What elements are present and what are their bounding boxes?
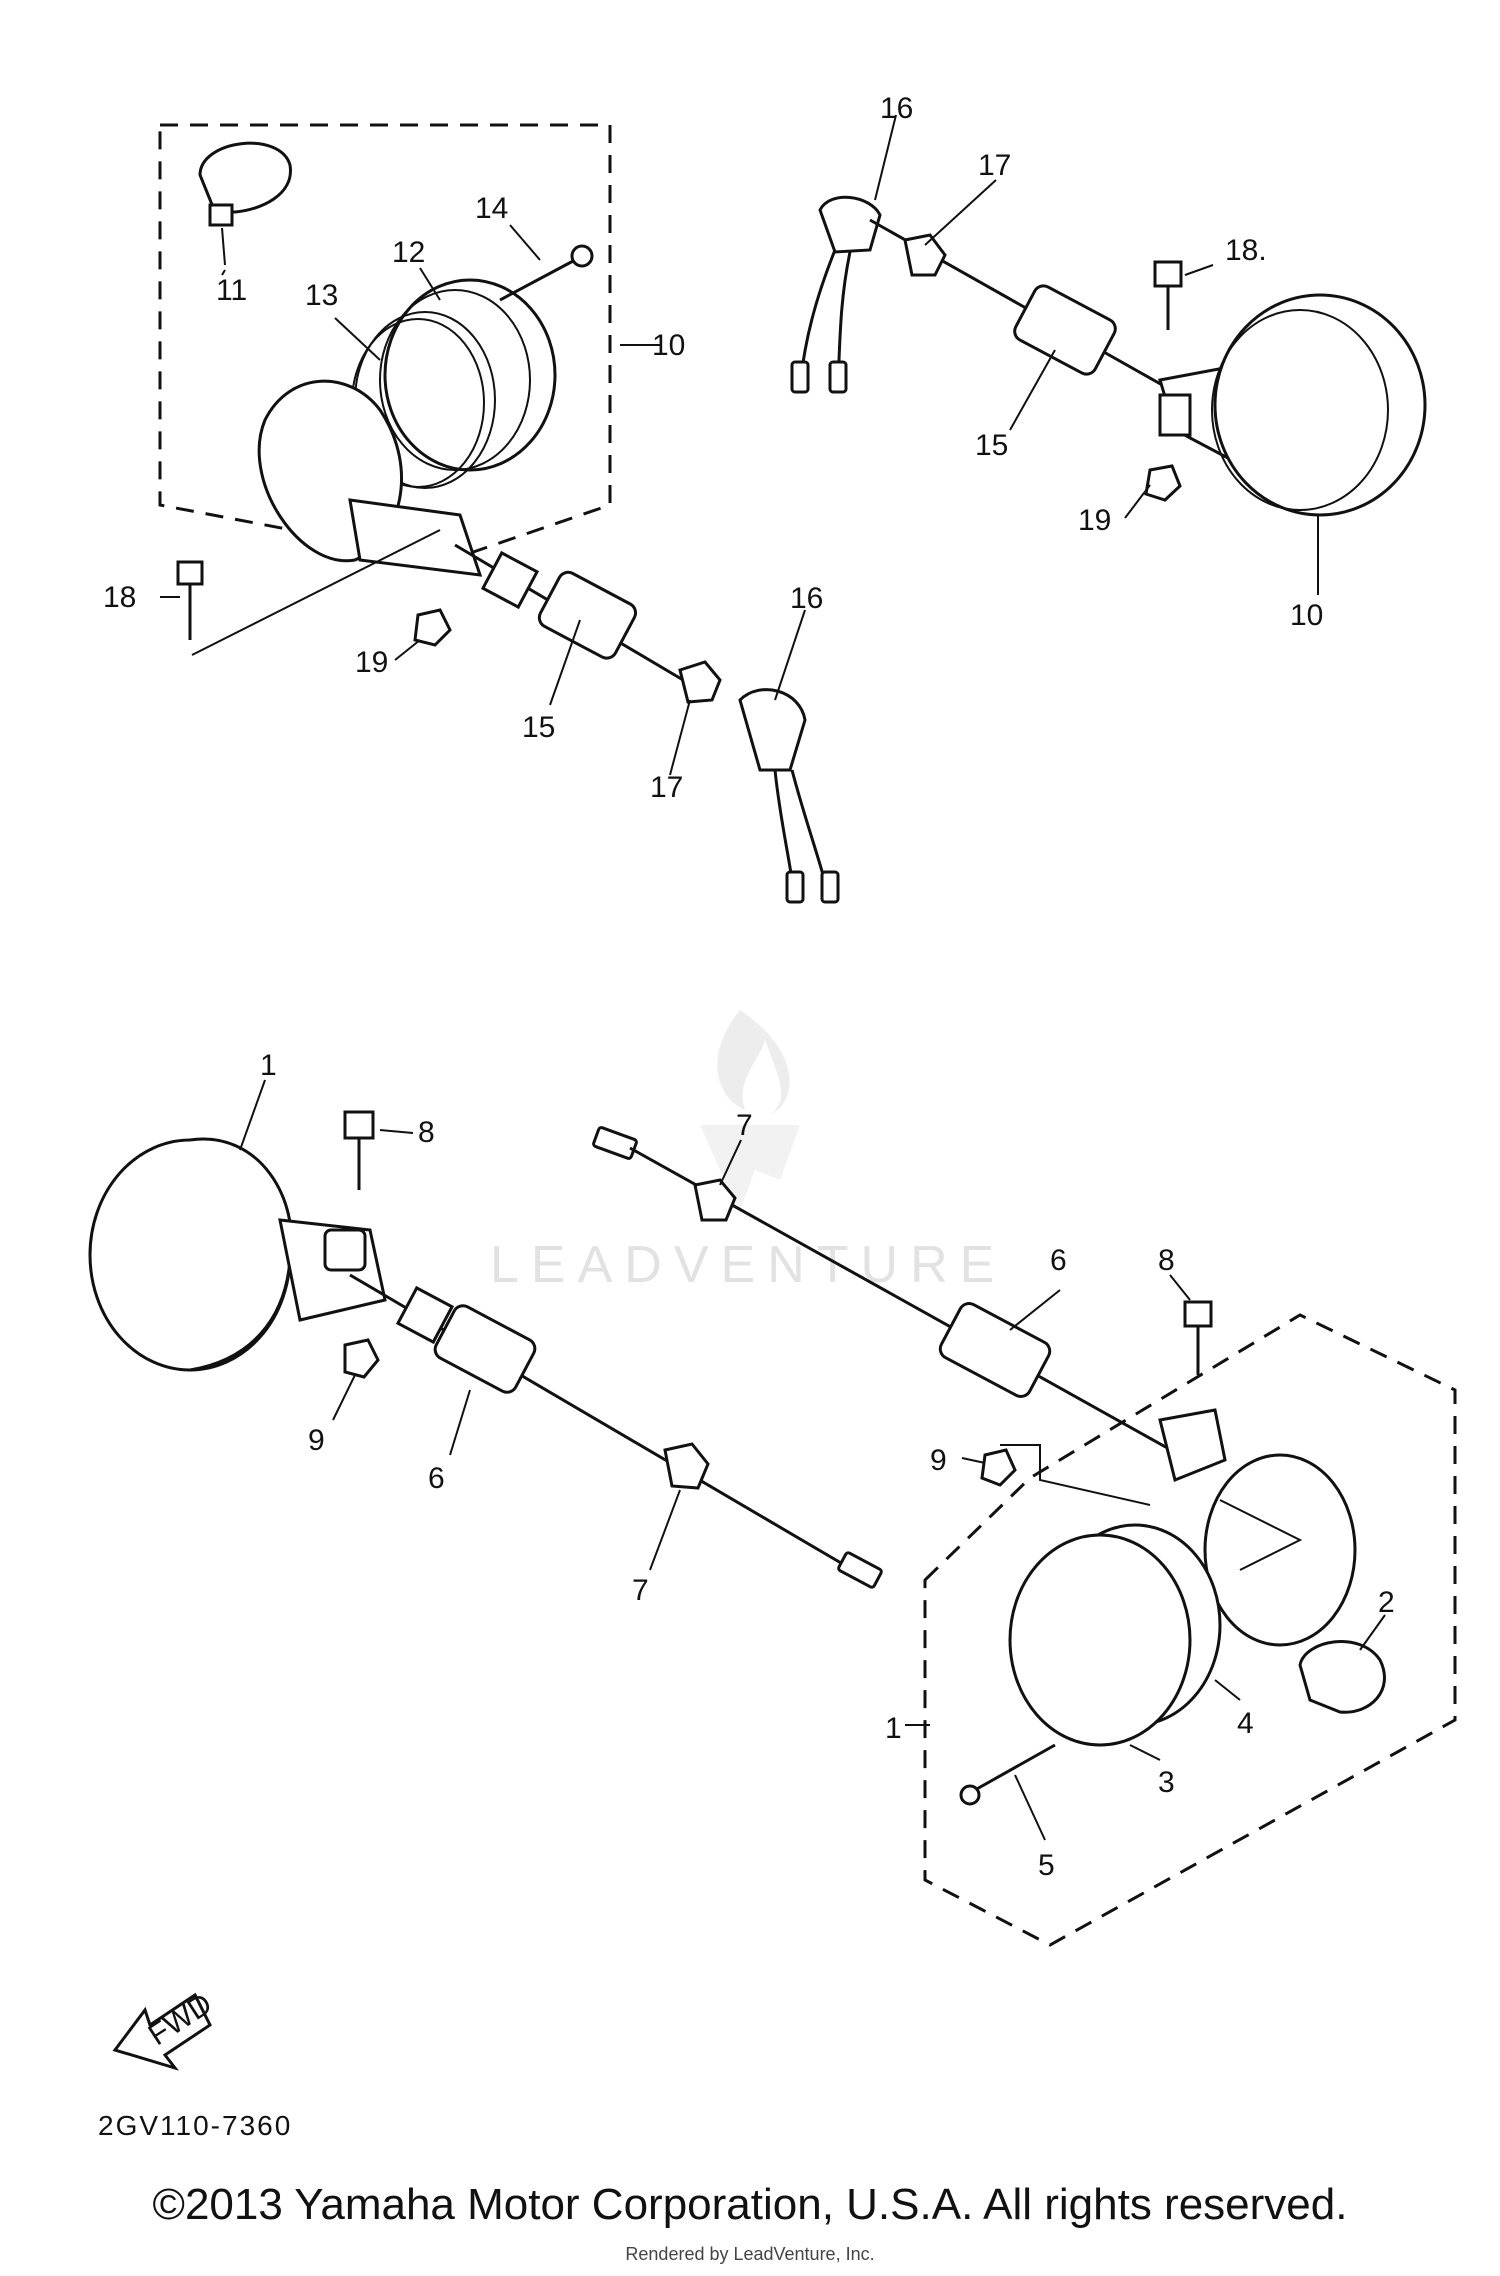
- bulb-icon: [198, 141, 292, 266]
- callout-16-left: 16: [790, 582, 823, 615]
- socket-icon: [1013, 284, 1117, 376]
- assembly-bottom-left: [88, 1110, 883, 1589]
- callout-7-left: 7: [632, 1574, 649, 1607]
- grommet-icon: [738, 688, 807, 772]
- callout-13: 13: [305, 279, 338, 312]
- callout-15-right: 15: [975, 429, 1008, 462]
- assembly-top-left: [158, 123, 840, 904]
- bolt-icon: [343, 1110, 375, 1190]
- leader-lines: [160, 114, 1386, 1841]
- nut-icon: [693, 1178, 737, 1222]
- nut-icon: [663, 1442, 710, 1490]
- assembly-bottom-right: [592, 1126, 1457, 1947]
- nut-icon: [1144, 464, 1182, 502]
- rendered-by-note: Rendered by LeadVenture, Inc.: [625, 2244, 875, 2264]
- callout-14: 14: [475, 192, 508, 225]
- callout-1-right: 1: [885, 1712, 902, 1745]
- screw-icon: [499, 244, 594, 302]
- callout-4: 4: [1237, 1707, 1254, 1740]
- nut-icon: [903, 233, 947, 277]
- watermark-logo: [700, 1010, 800, 1210]
- fwd-label: FWD: [143, 1987, 218, 2052]
- callout-3: 3: [1158, 1766, 1175, 1799]
- callout-18-left: 18: [103, 581, 136, 614]
- lens-housing: [383, 278, 557, 472]
- callout-6-right: 6: [1050, 1244, 1067, 1277]
- callout-10-top-left: 10: [652, 329, 685, 362]
- callout-12: 12: [392, 236, 425, 269]
- callout-17-left: 17: [650, 771, 683, 804]
- socket-icon: [433, 1304, 537, 1394]
- bolt-icon: [1183, 1300, 1213, 1375]
- callout-9-left: 9: [308, 1424, 325, 1457]
- watermark-text: LEADVENTURE: [490, 1236, 1006, 1294]
- callout-8-right: 8: [1158, 1244, 1175, 1277]
- bolt-icon: [176, 560, 204, 640]
- nut-icon: [413, 608, 452, 647]
- nut-icon: [343, 1338, 380, 1379]
- callout-6-left: 6: [428, 1462, 445, 1495]
- callout-18-right: 18.: [1225, 234, 1267, 267]
- bulb-icon: [1298, 1640, 1386, 1714]
- callout-1-left: 1: [260, 1049, 277, 1082]
- callout-16-right: 16: [880, 92, 913, 125]
- screw-icon: [959, 1743, 1056, 1806]
- flasher-lens: [1213, 293, 1427, 517]
- callout-2: 2: [1378, 1586, 1395, 1619]
- copyright-notice: ©2013 Yamaha Motor Corporation, U.S.A. A…: [152, 2180, 1348, 2229]
- callout-5: 5: [1038, 1849, 1055, 1882]
- forward-arrow-icon: FWD: [112, 1987, 218, 2071]
- socket-icon: [537, 570, 638, 660]
- callout-17-right: 17: [978, 149, 1011, 182]
- grommet-icon: [818, 195, 882, 254]
- nut-icon: [980, 1448, 1017, 1487]
- bolt-icon: [1153, 260, 1183, 330]
- nut-icon: [678, 660, 722, 704]
- callout-8-left: 8: [418, 1116, 435, 1149]
- flasher-lens: [1008, 1533, 1192, 1747]
- assembly-top-right: [790, 195, 1427, 517]
- callout-7-right: 7: [736, 1109, 753, 1142]
- callout-9-right: 9: [930, 1444, 947, 1477]
- socket-icon: [938, 1302, 1052, 1398]
- callout-19-right: 19: [1078, 504, 1111, 537]
- callout-19-left: 19: [355, 646, 388, 679]
- diagram-code: 2GV110-7360: [98, 2110, 292, 2141]
- callout-15-left: 15: [522, 711, 555, 744]
- callout-11: 11: [216, 274, 247, 307]
- callout-labels: 11 12 13 14 10 18 19 15 17 16 16 17 18. …: [103, 92, 1395, 1882]
- callout-10-top-right: 10: [1290, 599, 1323, 632]
